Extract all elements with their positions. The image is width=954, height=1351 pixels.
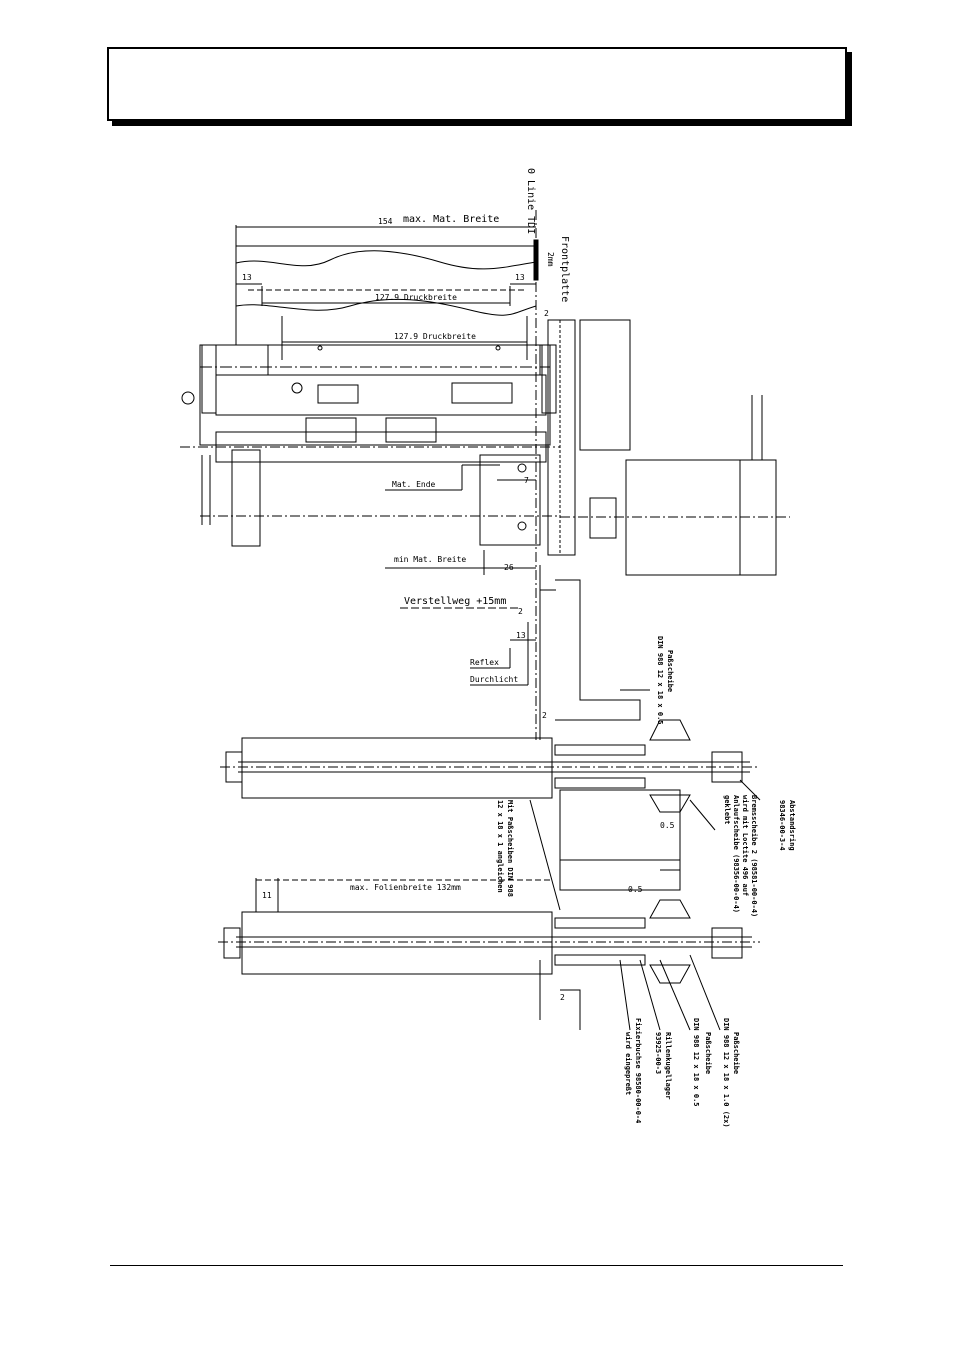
dim-0-5-b-label: 0.5	[628, 885, 643, 894]
rillenkugellager-label: Rillenkugellager	[664, 1032, 672, 1099]
mat-end-guide	[479, 454, 541, 546]
dim-13-right-label: 13	[515, 273, 525, 282]
passcheibe-top-spec: DIN 988 12 x 18 x 0.5	[656, 636, 664, 725]
sensor-block	[451, 382, 513, 404]
abstandsring-label: Abstandsring	[788, 800, 796, 851]
rillenkugellager-pn: 93925-00-3	[654, 1032, 662, 1074]
header-box	[107, 47, 847, 121]
fixierbuchse-label: Fixierbuchse 98580-00-0-4	[634, 1018, 642, 1123]
dim-26-label: 26	[504, 563, 514, 572]
druckbreite-2-label: 127.9 Druckbreite	[394, 332, 476, 341]
dim-2-top-label: 2	[544, 309, 549, 318]
zero-line-label: 0 Linie TDI	[525, 168, 536, 234]
front-plate	[533, 239, 539, 281]
supply-roller-1	[241, 737, 553, 799]
mat-ende-label: Mat. Ende	[392, 480, 436, 489]
dim-2-mid-label: 2	[518, 607, 523, 616]
min-mat-breite-label: min Mat. Breite	[394, 555, 466, 564]
passcheibe-top-label: Paßscheibe	[666, 650, 674, 692]
dim-2-bottom-label: 2	[560, 993, 565, 1002]
printhead-housing	[199, 344, 551, 446]
passcheibe-mid-spec: DIN 988 12 x 18 x 0.5	[692, 1018, 700, 1107]
abstandsring-pn: 98346-00-3-4	[778, 800, 786, 851]
supply-roller-2	[241, 911, 553, 975]
dim-2-low-label: 2	[542, 711, 547, 720]
dim-13-mid-label: 13	[516, 631, 526, 640]
spacer-ring-2	[711, 927, 743, 959]
max-mat-breite-label: max. Mat. Breite	[403, 214, 499, 225]
clamp-right	[385, 417, 437, 443]
fixierbuchse-label-2: wird eingepreßt	[624, 1032, 632, 1095]
frontplatte-label: Frontplatte	[559, 236, 570, 302]
clamp-left	[305, 417, 357, 443]
passcheibe-mid-label: Paßscheibe	[704, 1032, 712, 1074]
bremsscheibe-line-2: wird mit Loctite 496 auf	[741, 795, 749, 896]
durchlicht-label: Durchlicht	[470, 675, 518, 684]
mit-passcheiben-label-2: 12 x 18 x 1 angleichen	[496, 800, 504, 893]
dim-11-label: 11	[262, 891, 272, 900]
dim-13-left-label: 13	[242, 273, 252, 282]
dim-154-label: 154	[378, 217, 393, 226]
spacer-ring-1	[711, 751, 743, 783]
druckbreite-1-label: 127.9 Druckbreite	[375, 293, 457, 302]
footer-rule	[110, 1265, 843, 1266]
front-plate-section	[547, 319, 576, 556]
mit-passcheiben-label: Mit Paßscheiben DIN 988	[506, 800, 514, 897]
passcheibe-right-spec: DIN 988 12 x 18 x 1.0 (2x)	[722, 1018, 730, 1128]
reflex-label: Reflex	[470, 658, 499, 667]
core-holder	[559, 789, 681, 891]
max-folienbreite-label: max. Folienbreite 132mm	[350, 883, 461, 892]
passcheibe-right-label: Paßscheibe	[732, 1032, 740, 1074]
two-mm-label: 2mm	[546, 252, 555, 267]
knob-assembly	[579, 319, 631, 451]
verstellweg-label: Verstellweg +15mm	[404, 596, 506, 607]
bremsscheibe-line-3: Anlaufscheibe (98356-00-0-4)	[732, 795, 740, 913]
bremsscheibe-line-1: Bremsscheibe 2 (98581-00-0-4)	[750, 795, 758, 917]
material-break-bottom	[235, 298, 537, 316]
bremsscheibe-line-4: geklebt	[723, 795, 731, 825]
dim-0-5-a-label: 0.5	[660, 821, 675, 830]
material-break-top	[235, 250, 537, 270]
dim-7-label: 7	[524, 476, 529, 485]
